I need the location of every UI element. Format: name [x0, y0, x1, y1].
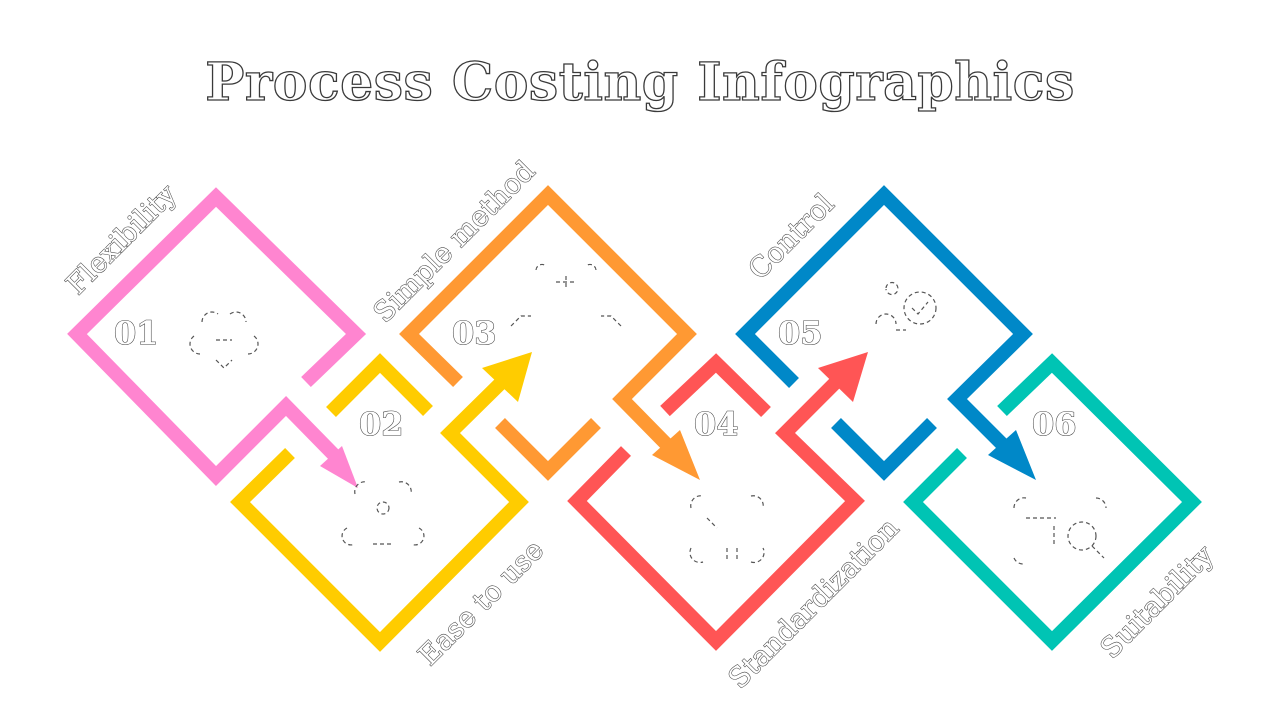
step-06-number: 06: [1032, 405, 1077, 443]
step-03-diamond: [399, 185, 700, 481]
settings-icon: [341, 481, 425, 546]
step-03-number: 03: [452, 314, 497, 352]
tools-icon: [689, 495, 765, 564]
network-icon: [510, 263, 622, 327]
page-title: Process Costing Infographics: [205, 51, 1075, 113]
step-06-diamond: [903, 353, 1202, 651]
step-04-diamond: [567, 352, 868, 651]
step-02-label: Ease to use: [412, 533, 551, 672]
step-05-number: 05: [778, 314, 823, 352]
step-04-number: 04: [694, 405, 739, 443]
step-01-diamond: [67, 187, 367, 488]
step-02-number: 02: [359, 405, 404, 443]
step-05-label: Control: [742, 187, 841, 286]
search-person-icon: [1013, 497, 1107, 565]
person-check-icon: [875, 281, 937, 331]
step-06-label: Suitability: [1094, 538, 1221, 665]
shapes-icon: [189, 311, 259, 369]
step-02-diamond: [230, 352, 532, 652]
step-01-number: 01: [114, 314, 159, 352]
step-05-diamond: [735, 185, 1036, 481]
step-03-label: Simple method: [367, 154, 542, 329]
